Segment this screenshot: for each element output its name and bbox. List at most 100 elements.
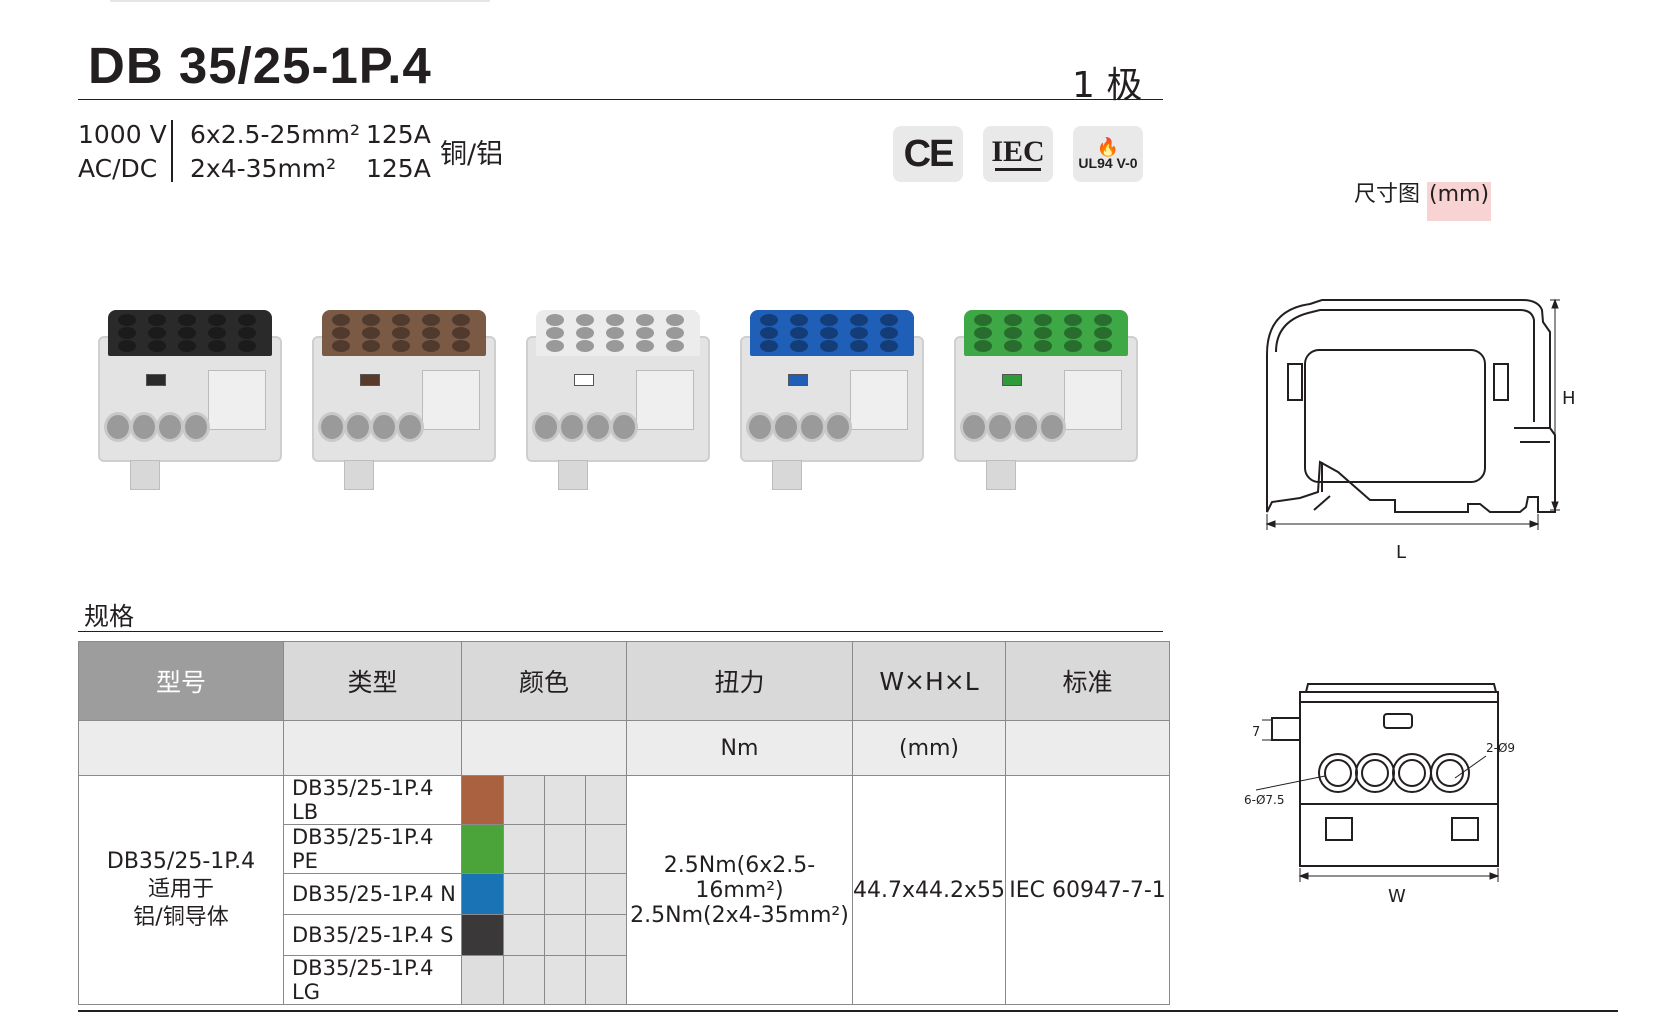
terminal-hole [1034, 340, 1052, 352]
terminal-hole [1034, 314, 1052, 326]
terminal-hole [546, 327, 564, 339]
height-label: H [1562, 388, 1576, 409]
product-white [518, 300, 718, 500]
terminal-hole [606, 314, 624, 326]
type-cell: DB35/25-1P.4 LG [283, 955, 462, 1005]
iec-underline [995, 167, 1041, 171]
header-type: 类型 [283, 641, 462, 721]
terminal-hole [238, 340, 256, 352]
front-view-drawing: W 7 6-Ø7.5 2-Ø9 [1244, 683, 1515, 907]
terminal-hole [238, 314, 256, 326]
voltage-spec: 1000 V AC/DC [78, 118, 167, 186]
section-title: 规格 [84, 602, 135, 631]
terminal-hole [820, 314, 838, 326]
block-cap [964, 310, 1128, 356]
type-cell: DB35/25-1P.4 LB [283, 775, 462, 825]
torque-line-1: 2.5Nm(6x2.5-16mm²) [663, 852, 816, 903]
table-row: DB35/25-1P.4 PE [79, 824, 1170, 874]
screw-port [798, 412, 826, 442]
terminal-hole [422, 327, 440, 339]
color-swatch [461, 775, 504, 825]
spec-separator [171, 120, 173, 182]
screw-port [746, 412, 774, 442]
material-spec: 铜/铝 [440, 139, 504, 170]
color-swatch [461, 914, 504, 956]
table-row: DB35/25-1P.4 N [79, 873, 1170, 915]
empty-color-cell [544, 775, 586, 825]
terminal-hole [546, 340, 564, 352]
din-foot [772, 460, 802, 490]
terminal-hole [760, 340, 778, 352]
units-row: Nm (mm) [78, 720, 1171, 776]
iec-text: IEC [991, 134, 1045, 168]
empty-color-cell [544, 873, 586, 915]
color-window [788, 374, 808, 386]
terminal-hole [790, 340, 808, 352]
terminal-hole [392, 327, 410, 339]
current-2: 125A [366, 154, 431, 183]
voltage-value: 1000 V [78, 120, 167, 149]
terminal-hole [148, 340, 166, 352]
unit-type [283, 720, 462, 776]
current-spec: 125A 125A [366, 118, 431, 186]
screw-port [130, 412, 158, 442]
model-cell: DB35/25-1P.4 适用于 铝/铜导体 [78, 775, 284, 1005]
terminal-hole [606, 327, 624, 339]
screw-port [1038, 412, 1066, 442]
terminal-hole [332, 340, 350, 352]
terminal-hole [148, 327, 166, 339]
unit-size: (mm) [851, 720, 1007, 776]
small-hole-label: 6-Ø7.5 [1244, 793, 1285, 807]
screw-port [772, 412, 800, 442]
empty-color-cell [585, 873, 627, 915]
terminal-hole [238, 327, 256, 339]
terminal-hole [118, 314, 136, 326]
ce-mark-icon: CE [893, 126, 963, 182]
block-cap [750, 310, 914, 356]
din-foot [130, 460, 160, 490]
terminal-hole [118, 340, 136, 352]
screw-port [156, 412, 184, 442]
torque-line-2: 2.5Nm(2x4-35mm²) [630, 902, 849, 928]
terminal-hole [606, 340, 624, 352]
terminal-hole [452, 314, 470, 326]
terminal-hole [178, 314, 196, 326]
terminal-hole [636, 327, 654, 339]
poles-label: 1 极 [1072, 65, 1143, 106]
empty-color-cell [544, 914, 586, 956]
screw-port [986, 412, 1014, 442]
spec-table: 型号 类型 颜色 扭力 W×H×L 标准 Nm (mm) DB35/25-1P.… [78, 641, 1171, 1005]
terminal-hole [452, 327, 470, 339]
color-window [146, 374, 166, 386]
screw-port [824, 412, 852, 442]
terminal-hole [1004, 340, 1022, 352]
terminal-hole [332, 327, 350, 339]
terminal-hole [392, 340, 410, 352]
terminal-hole [1064, 327, 1082, 339]
table-row: DB35/25-1P.4 LG [79, 955, 1170, 1005]
screw-port [344, 412, 372, 442]
terminal-hole [362, 340, 380, 352]
screw-port [558, 412, 586, 442]
large-hole-label: 2-Ø9 [1486, 741, 1515, 755]
terminal-hole [974, 340, 992, 352]
terminal-hole [576, 327, 594, 339]
dimension-label-text: 尺寸图 [1354, 182, 1421, 207]
screw-port [370, 412, 398, 442]
block-cap [536, 310, 700, 356]
header-model: 型号 [78, 641, 284, 721]
unit-torque: Nm [626, 720, 853, 776]
product-green [946, 300, 1146, 500]
table-row: DB35/25-1P.4 S [79, 914, 1170, 956]
terminal-hole [880, 327, 898, 339]
product-title: DB 35/25-1P.4 [88, 37, 432, 94]
terminal-hole [820, 340, 838, 352]
printed-label [850, 370, 908, 430]
dimension-drawing-label: 尺寸图 (mm) [1354, 176, 1492, 221]
terminal-hole [636, 314, 654, 326]
terminal-hole [850, 314, 868, 326]
terminal-hole [666, 314, 684, 326]
terminal-hole [208, 340, 226, 352]
din-foot [558, 460, 588, 490]
side-view-drawing: H L [1265, 298, 1576, 563]
